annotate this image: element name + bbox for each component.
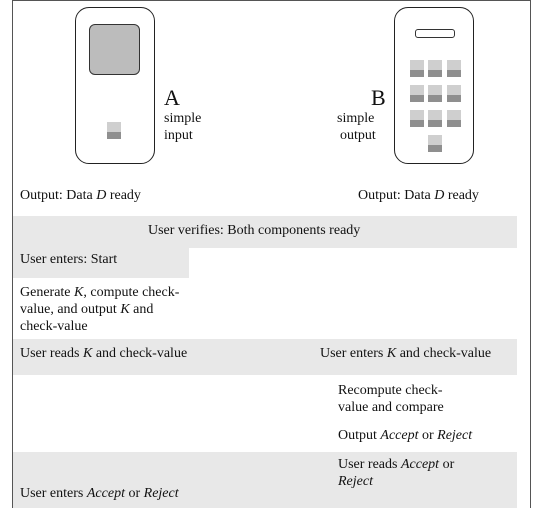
device-a-screen bbox=[89, 24, 140, 75]
device-a-output: Output: Data D ready bbox=[20, 188, 141, 203]
device-b-key-7 bbox=[410, 110, 424, 127]
device-a-letter: A bbox=[164, 85, 180, 110]
diagram-frame bbox=[12, 0, 531, 508]
device-b-letter: B bbox=[371, 85, 386, 110]
step-output-accept: Output Accept or Reject bbox=[338, 428, 473, 443]
device-b-label-2: output bbox=[340, 128, 376, 143]
device-b-key-4 bbox=[410, 85, 424, 102]
device-b bbox=[394, 7, 474, 164]
device-b-key-0 bbox=[428, 135, 442, 152]
device-a-input-key bbox=[107, 122, 121, 139]
device-b-key-8 bbox=[428, 110, 442, 127]
step-verify: User verifies: Both components ready bbox=[148, 223, 361, 238]
device-b-key-1 bbox=[410, 60, 424, 77]
device-a bbox=[75, 7, 155, 164]
step-enter-start: User enters: Start bbox=[20, 252, 118, 267]
device-a-label-1: simple bbox=[164, 111, 202, 126]
step-recompute: Recompute check-value and compare bbox=[338, 383, 444, 415]
band-read-k bbox=[13, 339, 517, 375]
device-a-label-2: input bbox=[164, 128, 193, 143]
device-b-key-6 bbox=[447, 85, 461, 102]
device-b-key-2 bbox=[428, 60, 442, 77]
device-b-label-1: simple bbox=[337, 111, 375, 126]
device-b-key-9 bbox=[447, 110, 461, 127]
step-enter-k: User enters K and check-value bbox=[320, 346, 492, 361]
device-b-display bbox=[415, 29, 455, 38]
device-b-key-3 bbox=[447, 60, 461, 77]
step-generate: Generate K, compute check-value, and out… bbox=[20, 285, 180, 334]
step-read-k: User reads K and check-value bbox=[20, 346, 188, 361]
band-enter-start bbox=[13, 248, 189, 278]
band-verify bbox=[13, 216, 517, 248]
device-b-key-5 bbox=[428, 85, 442, 102]
band-accept bbox=[13, 452, 517, 508]
device-b-output: Output: Data D ready bbox=[358, 188, 479, 203]
step-enters-accept: User enters Accept or Reject bbox=[20, 486, 179, 501]
step-reads-accept: User reads Accept or Reject bbox=[338, 457, 455, 489]
